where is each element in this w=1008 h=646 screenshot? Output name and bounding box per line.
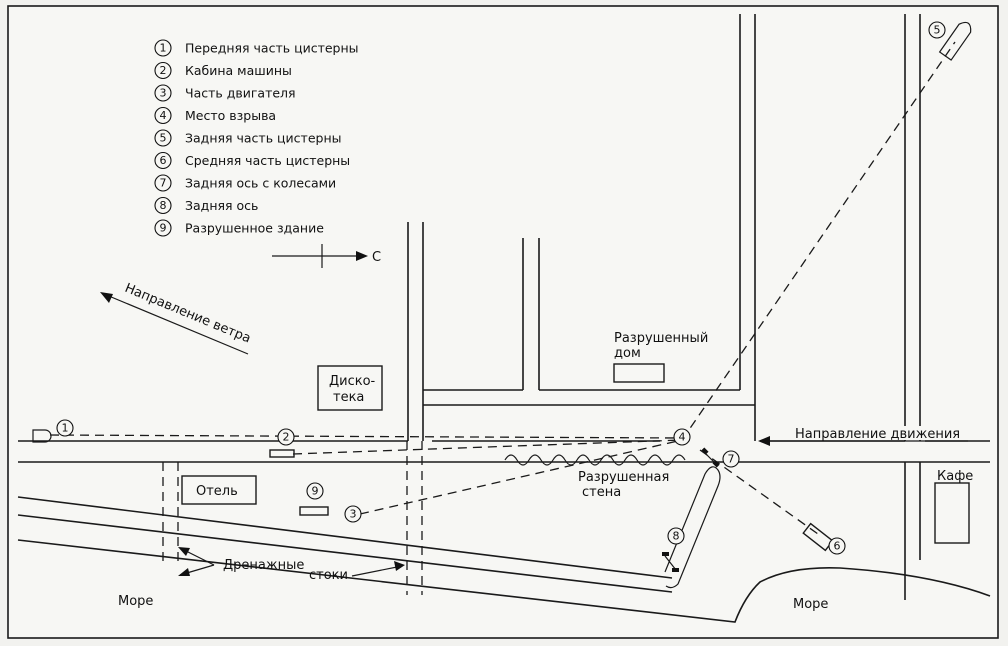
- legend-number: 8: [160, 199, 167, 212]
- legend-number: 5: [160, 132, 167, 145]
- sea-right-label: Море: [793, 597, 828, 612]
- house-label-line1: Разрушенный: [614, 331, 708, 346]
- legend-number: 1: [160, 42, 167, 55]
- legend-label: Передняя часть цистерны: [185, 41, 359, 56]
- svg-text:7: 7: [728, 453, 735, 466]
- svg-text:6: 6: [834, 540, 841, 553]
- legend-label: Средняя часть цистерны: [185, 153, 350, 168]
- legend-item: 8 Задняя ось: [154, 196, 258, 215]
- destroyed-wall: [504, 454, 686, 466]
- svg-text:5: 5: [934, 24, 941, 37]
- legend-item: 5 Задняя часть цистерны: [154, 129, 342, 147]
- coast-road-south-edge: [17, 514, 673, 593]
- traffic-direction-arrow: Направление движения: [758, 426, 968, 446]
- legend-number: 3: [160, 87, 167, 100]
- marker-6: 6: [828, 537, 846, 555]
- sea-left-label: Море: [118, 594, 153, 609]
- debris-rear-axle-wheels: [701, 447, 720, 468]
- wall-label-line2: стена: [582, 485, 621, 500]
- debris-cab: [269, 449, 295, 458]
- drain-label-2: стоки: [309, 568, 348, 583]
- legend-item: 2 Кабина машины: [154, 61, 292, 80]
- hotel-label: Отель: [196, 484, 238, 499]
- destroyed-building-9: [299, 506, 329, 516]
- house-label-line2: дом: [614, 346, 641, 361]
- legend-number: 7: [160, 177, 167, 190]
- disco-label-line2: тека: [333, 390, 364, 405]
- legend-label: Разрушенное здание: [185, 221, 324, 236]
- traffic-direction-label: Направление движения: [795, 427, 960, 442]
- legend-marker: [154, 84, 172, 102]
- marker-8: 8: [667, 527, 685, 545]
- hotel-building: [181, 475, 257, 505]
- legend-item: 1 Передняя часть цистерны: [154, 39, 359, 57]
- legend-marker: [154, 151, 172, 170]
- map-frame: [7, 5, 999, 639]
- legend-number: 2: [160, 64, 167, 77]
- disco-building: [317, 365, 383, 411]
- shoreline: [17, 539, 991, 623]
- legend-label: Задняя ось с колесами: [185, 176, 336, 191]
- tanker-trail: [664, 466, 721, 589]
- marker-1: 1: [56, 419, 74, 437]
- svg-text:4: 4: [679, 431, 686, 444]
- cafe-label: Кафе: [937, 469, 973, 484]
- trajectory-2: [292, 439, 683, 455]
- marker-2: 2: [277, 428, 295, 446]
- legend-item: 7 Задняя ось с колесами: [154, 174, 336, 192]
- legend: 1 Передняя часть цистерны 2 Кабина машины 3 Ч…: [154, 39, 359, 237]
- legend-item: 9 Разрушенное здание: [154, 219, 324, 237]
- svg-text:8: 8: [673, 530, 680, 543]
- legend-marker: [154, 61, 172, 80]
- legend-item: 6 Средняя часть цистерны: [154, 151, 350, 170]
- legend-label: Кабина машины: [185, 63, 292, 78]
- coast-road-north-edge: [17, 496, 673, 579]
- debris-front-tank: [32, 429, 52, 443]
- drain-pointer: [178, 547, 405, 577]
- legend-label: Место взрыва: [185, 108, 276, 123]
- legend-label: Задняя часть цистерны: [185, 131, 342, 146]
- cafe-building: [934, 482, 970, 544]
- trajectory-6: [699, 449, 819, 535]
- svg-text:9: 9: [312, 485, 319, 498]
- legend-label: Часть двигателя: [185, 86, 296, 101]
- legend-number: 6: [160, 154, 167, 167]
- wall-label-line1: Разрушенная: [578, 470, 669, 485]
- svg-text:2: 2: [283, 431, 290, 444]
- legend-marker: [154, 174, 172, 192]
- marker-4: 4: [673, 428, 691, 446]
- legend-number: 9: [160, 222, 167, 235]
- drain-label-1: Дренажные: [223, 558, 304, 573]
- destroyed-house-building: [613, 363, 665, 383]
- legend-number: 4: [160, 109, 167, 122]
- legend-marker: [154, 106, 172, 125]
- svg-text:3: 3: [350, 508, 357, 521]
- legend-marker: [154, 129, 172, 147]
- marker-5: 5: [928, 21, 946, 39]
- legend-marker: [154, 39, 172, 57]
- trajectory-5: [681, 41, 956, 441]
- svg-text:1: 1: [62, 422, 69, 435]
- debris-rear-tank: [938, 21, 972, 61]
- marker-7: 7: [722, 450, 740, 468]
- marker-3: 3: [344, 505, 362, 523]
- trajectory-3: [359, 439, 683, 515]
- compass: С: [272, 244, 381, 268]
- legend-marker: [154, 196, 172, 215]
- legend-marker: [154, 219, 172, 237]
- marker-9: 9: [306, 482, 324, 500]
- compass-north-label: С: [372, 250, 381, 265]
- trajectory-1: [49, 434, 683, 439]
- legend-item: 3 Часть двигателя: [154, 84, 296, 102]
- legend-item: 4 Место взрыва: [154, 106, 276, 125]
- debris-rear-axle: [662, 552, 679, 572]
- legend-label: Задняя ось: [185, 198, 258, 213]
- disco-label-line1: Диско-: [329, 374, 376, 389]
